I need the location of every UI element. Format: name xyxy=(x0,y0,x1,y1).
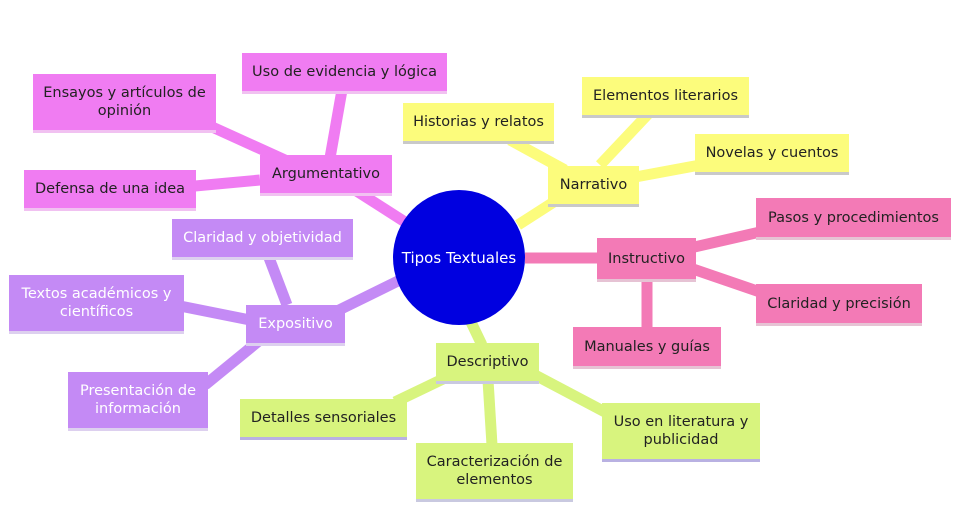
branch-instructivo: Instructivo xyxy=(597,238,696,279)
link-expositivo-claridad xyxy=(262,253,293,307)
leaf-uso-literatura: Uso en literatura y publicidad xyxy=(602,403,760,459)
leaf-manuales-guias: Manuales y guías xyxy=(573,327,721,366)
link-argumentativo-ensayos xyxy=(207,120,288,166)
center-node: Tipos Textuales xyxy=(393,190,525,325)
leaf-presentacion-informacion: Presentación de información xyxy=(68,372,208,428)
leaf-claridad-objetividad: Claridad y objetividad xyxy=(172,219,353,257)
link-expositivo-textos xyxy=(178,300,252,326)
branch-expositivo: Expositivo xyxy=(246,305,345,343)
link-descriptivo-uso xyxy=(532,370,608,417)
leaf-ensayos-articulos: Ensayos y artículos de opinión xyxy=(33,74,216,130)
link-center-argumentativo xyxy=(352,185,408,227)
leaf-uso-evidencia: Uso de evidencia y lógica xyxy=(242,53,447,91)
leaf-textos-academicos: Textos académicos y científicos xyxy=(9,275,184,331)
branch-descriptivo: Descriptivo xyxy=(436,343,539,381)
link-descriptivo-caracterizacion xyxy=(482,379,498,446)
leaf-pasos-procedimientos: Pasos y procedimientos xyxy=(756,198,951,237)
link-argumentativo-defensa xyxy=(194,174,261,192)
leaf-novelas-cuentos: Novelas y cuentos xyxy=(695,134,849,172)
leaf-defensa-idea: Defensa de una idea xyxy=(24,170,196,208)
link-center-expositivo xyxy=(332,275,403,317)
leaf-detalles-sensoriales: Detalles sensoriales xyxy=(240,399,407,437)
leaf-historias-relatos: Historias y relatos xyxy=(403,103,554,141)
link-expositivo-presentacion xyxy=(201,335,264,390)
link-center-descriptivo xyxy=(465,317,487,348)
link-narrativo-historias xyxy=(507,135,568,175)
leaf-elementos-literarios: Elementos literarios xyxy=(582,77,749,115)
branch-argumentativo: Argumentativo xyxy=(260,155,392,193)
branch-narrativo: Narrativo xyxy=(548,166,639,204)
link-instructivo-pasos xyxy=(688,226,762,254)
link-argumentativo-evidencia xyxy=(324,89,348,159)
link-instructivo-claridad xyxy=(688,262,762,298)
link-narrativo-novelas xyxy=(628,159,702,184)
link-narrativo-elementos xyxy=(595,108,655,169)
leaf-claridad-precision: Claridad y precisión xyxy=(756,284,922,323)
link-descriptivo-detalles xyxy=(392,373,448,407)
leaf-caracterizacion-elementos: Caracterización de elementos xyxy=(416,443,573,499)
